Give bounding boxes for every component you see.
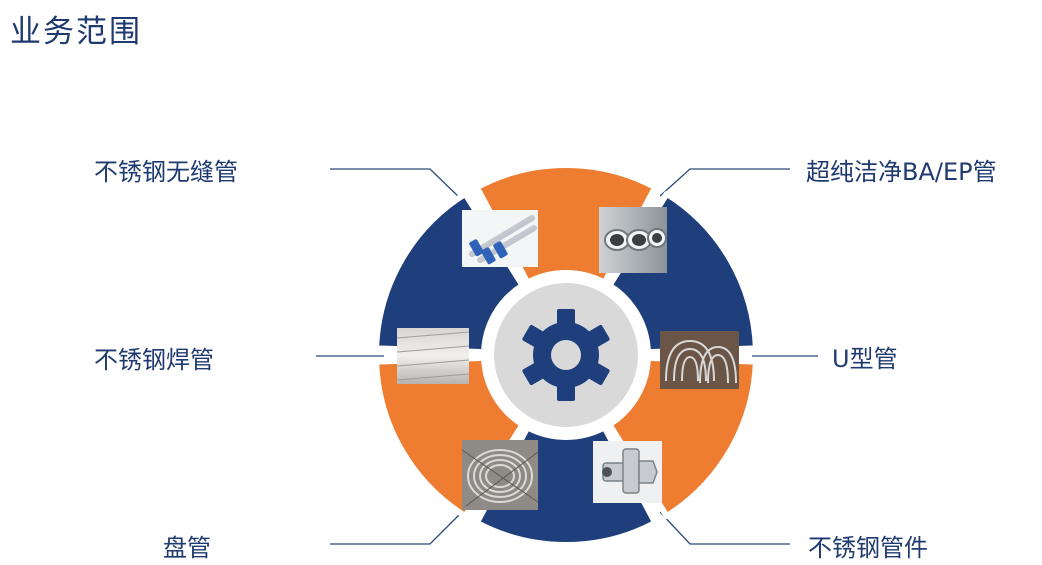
photo-coil xyxy=(461,440,539,510)
connector-line-ba-ep xyxy=(659,168,790,197)
photo-ba-ep xyxy=(599,207,667,273)
label-coil: 盘管 xyxy=(163,534,211,562)
connector-line-coil xyxy=(330,511,463,545)
connector-line-fittings xyxy=(659,511,790,545)
connector-line-seamless xyxy=(330,168,463,201)
photo-fittings xyxy=(593,441,662,503)
photo-welded xyxy=(396,328,470,384)
page-title: 业务范围 xyxy=(10,14,142,50)
label-seamless: 不锈钢无缝管 xyxy=(94,158,238,186)
label-u-tube: U型管 xyxy=(832,345,898,373)
label-fittings: 不锈钢管件 xyxy=(808,534,928,562)
label-welded: 不锈钢焊管 xyxy=(94,346,214,374)
label-ba-ep: 超纯洁净BA/EP管 xyxy=(806,158,997,186)
photo-u-tube xyxy=(660,331,739,389)
photo-seamless xyxy=(462,210,538,267)
gear-icon xyxy=(522,309,610,401)
